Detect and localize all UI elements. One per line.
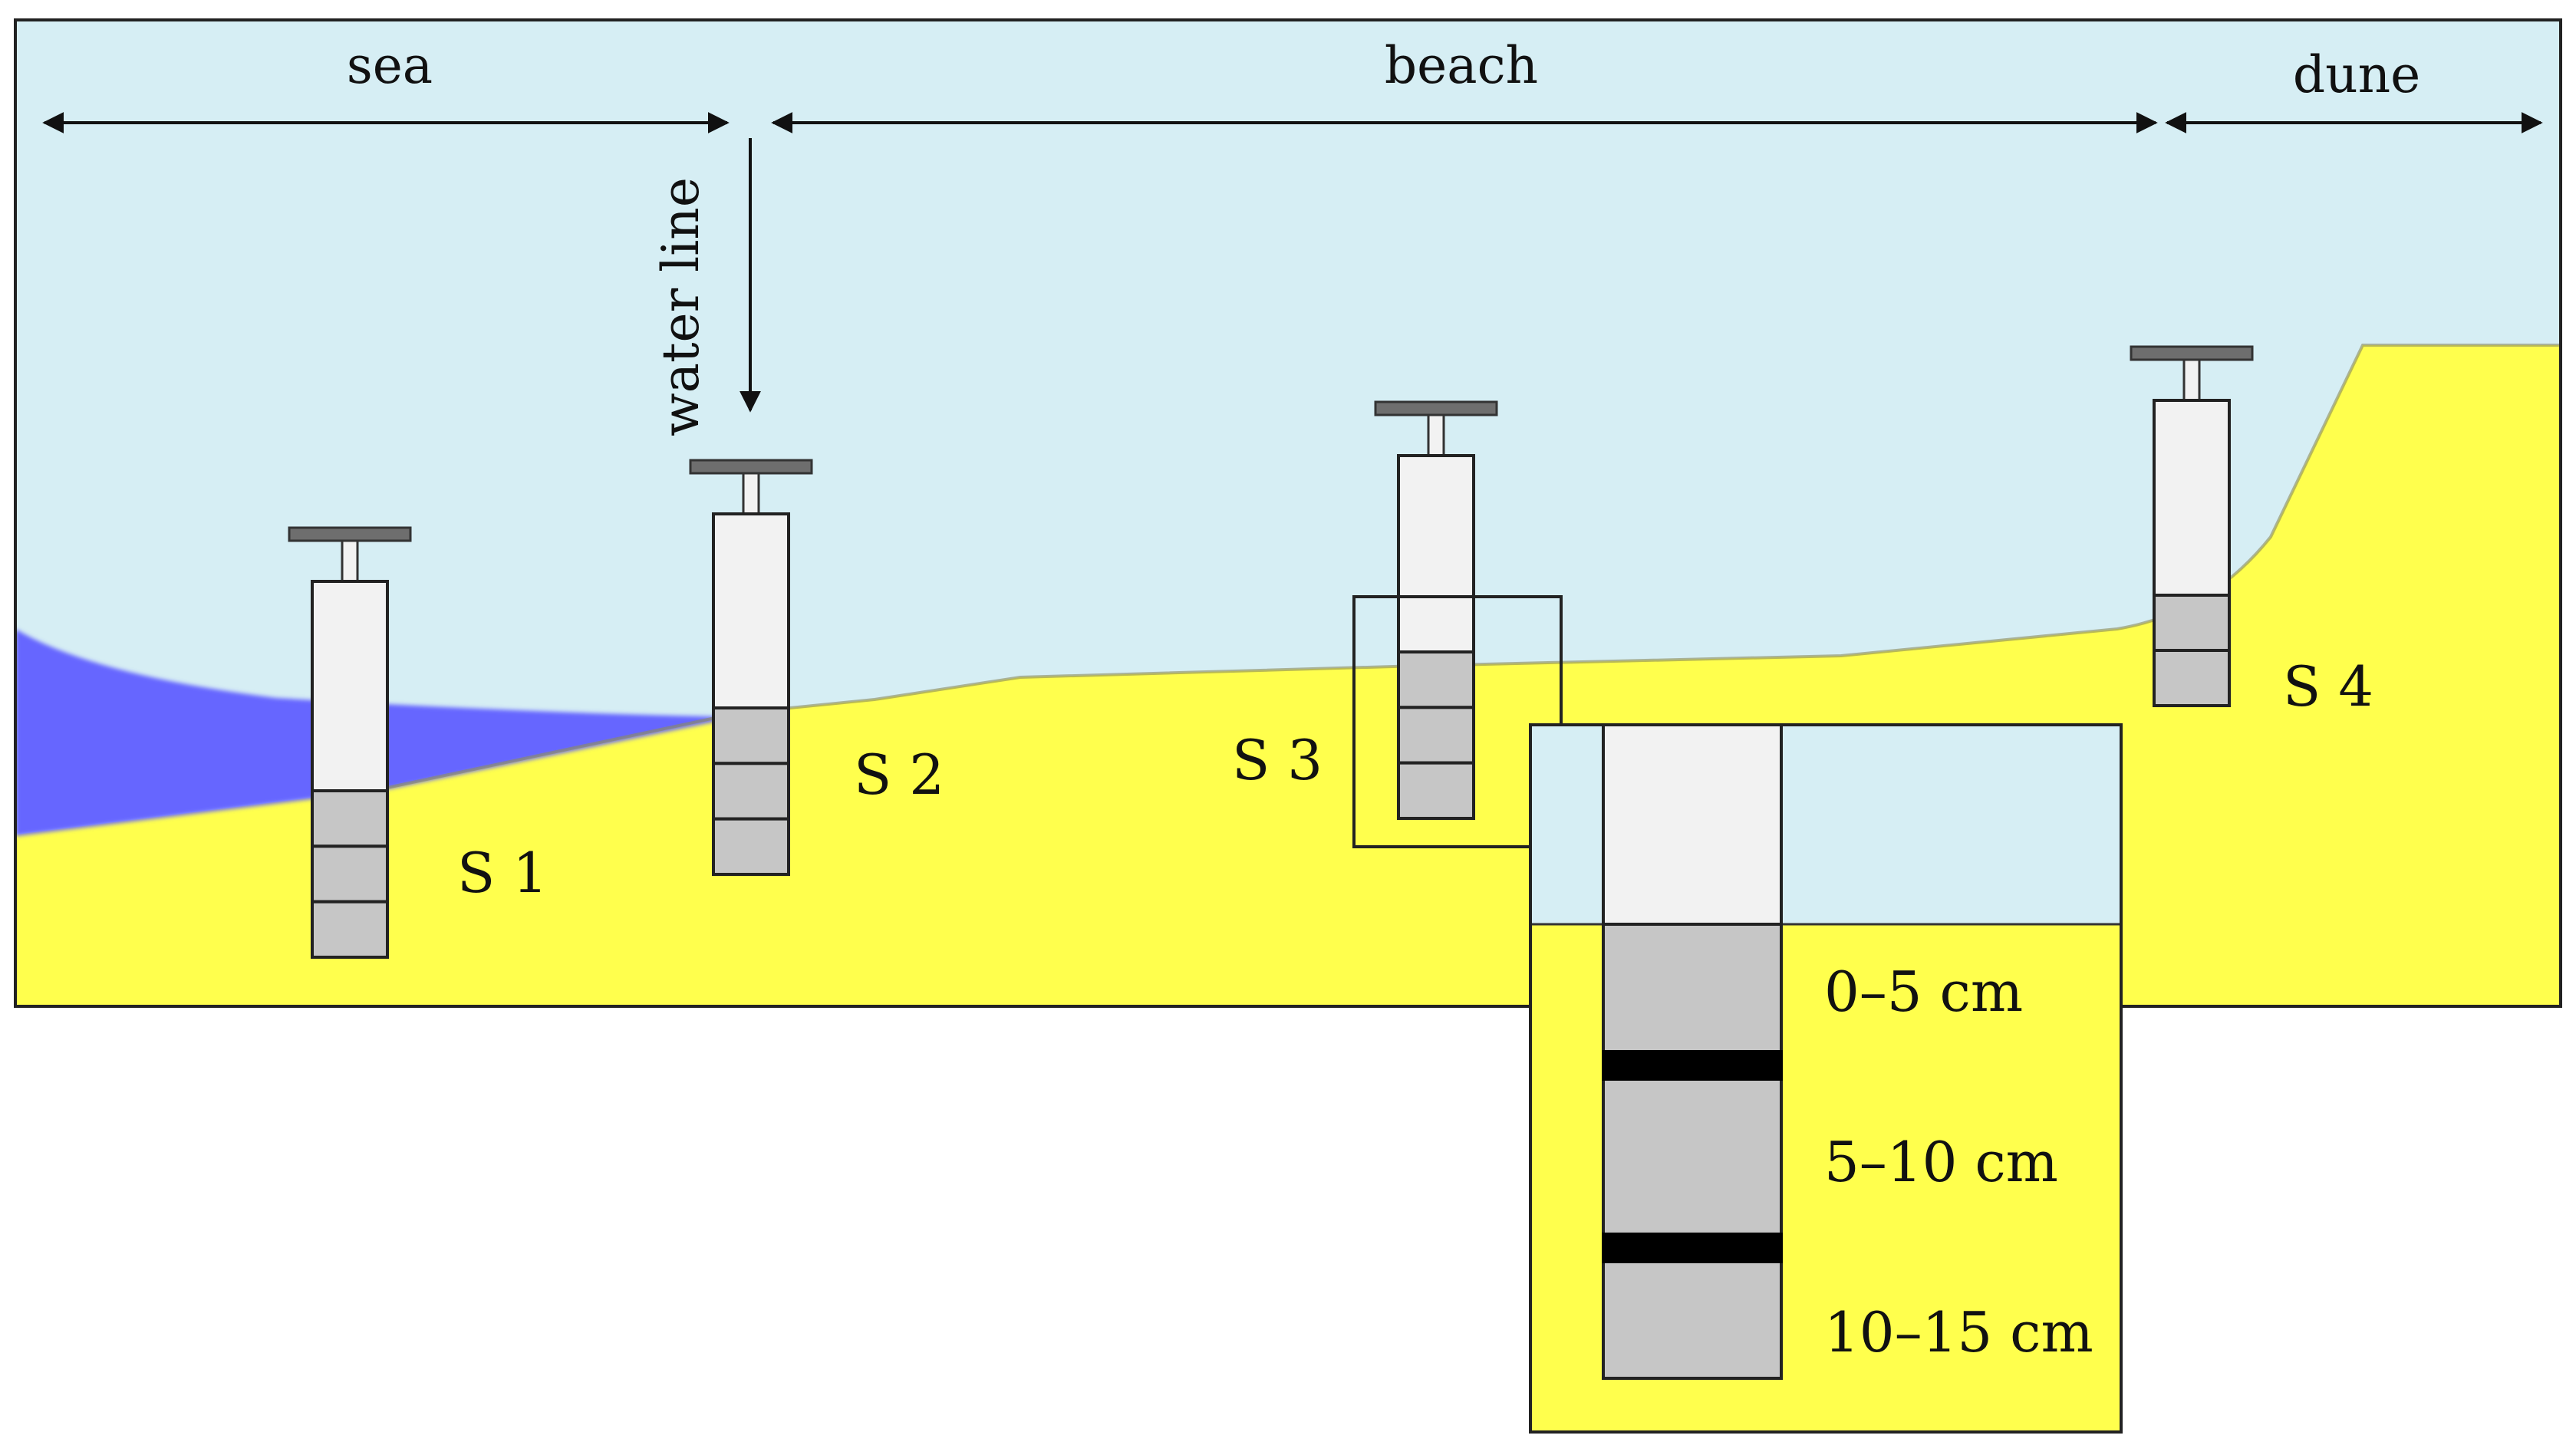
inset-divider-2 [1602,1233,1783,1263]
corers-group [288,345,2254,959]
corer-tube [712,512,790,709]
corer-sediment-segment [1397,761,1475,821]
panel-border [14,18,2562,1008]
layer-label-0-5: 0–5 cm [1824,960,2023,1024]
corer-handle [689,459,813,475]
corer-sediment-segment [712,706,790,765]
inset-border [1529,723,2123,1434]
corer-s2 [689,459,813,876]
corer-stem [2182,358,2201,402]
corer-sediment-segment [1397,706,1475,765]
corer-sediment-segment [311,900,389,959]
inset-core-sediment [1602,923,1783,1380]
corer-s3 [1374,400,1498,821]
corer-s1 [288,526,412,959]
corer-sediment-segment [2153,594,2231,652]
zone-label-dune: dune [2293,45,2420,104]
layer-label-5-10: 5–10 cm [1824,1130,2058,1194]
corer-tube [2153,399,2231,597]
corer-stem [341,539,359,583]
zoom-frame [1352,595,1563,848]
core-inset: 0–5 cm 5–10 cm 10–15 cm [1529,723,2123,1434]
station-label-s3: S 3 [1232,728,1323,792]
corer-handle [1374,400,1498,416]
inset-core-tube [1602,723,1783,927]
corer-sediment-segment [2153,649,2231,707]
corer-sediment-segment [712,762,790,821]
zone-label-beach: beach [1385,36,1538,95]
corer-handle [2130,345,2254,361]
corer-handle [288,526,412,542]
water-line-label: water line [651,177,710,436]
corer-sediment-segment [311,844,389,904]
corer-sediment-segment [712,817,790,876]
station-label-s2: S 2 [854,742,944,807]
corer-tube [1397,454,1475,653]
corer-sediment-segment [311,789,389,848]
station-label-s1: S 1 [457,841,548,905]
inset-divider-1 [1602,1050,1783,1081]
station-label-s4: S 4 [2283,654,2373,719]
corer-s4 [2130,345,2254,707]
corer-tube [311,580,389,792]
corer-stem [1427,413,1445,457]
layer-label-10-15: 10–15 cm [1824,1300,2093,1364]
corer-stem [742,472,760,515]
zone-label-sea: sea [347,36,433,95]
corer-sediment-segment [1397,650,1475,709]
